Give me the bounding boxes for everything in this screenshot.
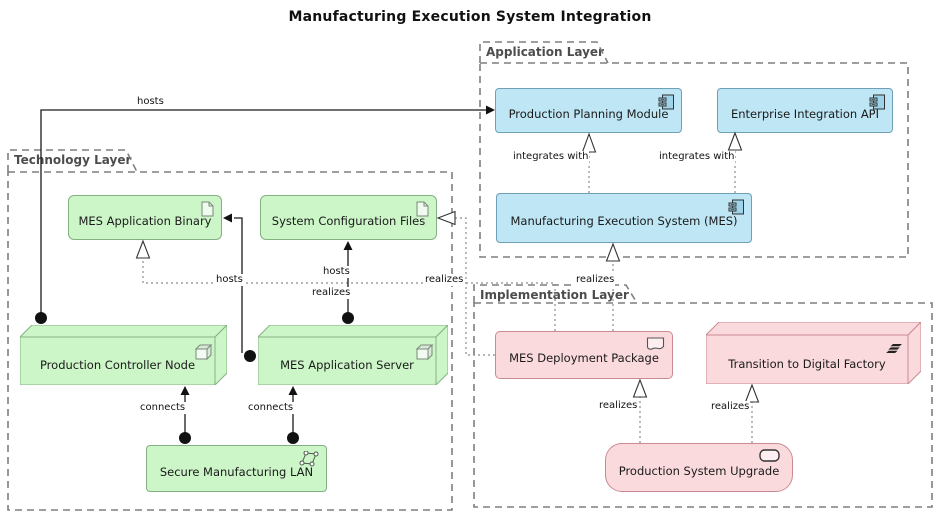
component-icon: [869, 94, 885, 110]
edge-label-connects-lan-pcn: connects: [139, 402, 187, 414]
edge-label-realizes-mdp-scf: realizes: [424, 274, 465, 286]
node-label: Production System Upgrade: [618, 463, 780, 478]
edge-label-realizes-psu-tdf: realizes: [710, 401, 751, 413]
node-label: Production Planning Module: [508, 106, 669, 121]
component-icon: [728, 199, 744, 215]
edge-label-integrates-mes-eia: integrates with: [658, 151, 736, 163]
node-mes-deployment-package[interactable]: MES Deployment Package: [495, 331, 673, 379]
node-production-system-upgrade[interactable]: Production System Upgrade: [605, 443, 793, 492]
edge-label-connects-lan-server: connects: [247, 402, 295, 414]
node-secure-manufacturing-lan[interactable]: Secure Manufacturing LAN: [146, 445, 327, 492]
node-label: MES Application Binary: [78, 213, 212, 228]
node-label: System Configuration Files: [271, 213, 426, 228]
edge-label-hosts-pcn-ppm: hosts: [136, 96, 165, 108]
edge-label-hosts-server-scf: hosts: [322, 266, 351, 278]
work-package-icon: [759, 449, 780, 462]
node-label: Transition to Digital Factory: [728, 356, 886, 371]
edge-label-realizes-psu-mdp: realizes: [598, 400, 639, 412]
node-label: Enterprise Integration API: [730, 106, 880, 121]
diagram-title: Manufacturing Execution System Integrati…: [288, 9, 652, 25]
edge-label-realizes-mdp-mes: realizes: [575, 274, 616, 286]
node-cube-icon: [416, 344, 434, 360]
deliverable-icon: [646, 337, 665, 350]
node-label: Production Controller Node: [39, 358, 196, 372]
node-mes-application-binary[interactable]: MES Application Binary: [68, 195, 222, 240]
node-label: MES Application Server: [280, 358, 414, 372]
node-label: Secure Manufacturing LAN: [159, 464, 314, 479]
plateau-icon: [886, 344, 902, 353]
component-icon: [658, 94, 674, 110]
node-cube-icon: [195, 344, 213, 360]
node-label: MES Deployment Package: [509, 351, 659, 365]
edge-label-realizes-mdp-binary: realizes: [311, 287, 352, 299]
node-production-planning-module[interactable]: Production Planning Module: [495, 88, 682, 133]
artifact-icon: [201, 201, 214, 217]
edge-label-integrates-mes-ppm: integrates with: [512, 151, 590, 163]
artifact-icon: [416, 201, 429, 217]
node-enterprise-integration-api[interactable]: Enterprise Integration API: [717, 88, 893, 133]
node-transition-to-digital-factory[interactable]: Transition to Digital Factory: [704, 320, 923, 386]
node-system-configuration-files[interactable]: System Configuration Files: [260, 195, 437, 240]
node-mes-application-server[interactable]: MES Application Server: [256, 323, 450, 387]
node-manufacturing-execution-system[interactable]: Manufacturing Execution System (MES): [496, 193, 752, 243]
node-production-controller-node[interactable]: Production Controller Node: [18, 323, 229, 387]
node-label: Manufacturing Execution System (MES): [510, 214, 738, 228]
network-icon: [299, 451, 319, 467]
edge-label-hosts-server-binary: hosts: [215, 274, 244, 286]
